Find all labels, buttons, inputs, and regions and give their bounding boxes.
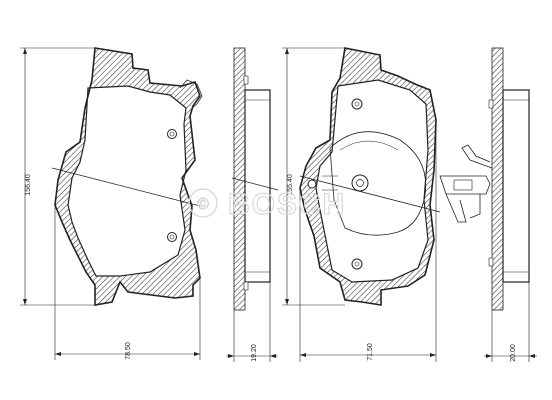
pad1-height-dimension: 156.40 [20, 47, 95, 306]
pad1-rivet-top [167, 129, 177, 139]
pad1-front-view [54, 47, 203, 306]
pad2-damper-arc [329, 131, 427, 236]
pad1-width-label: 78.50 [125, 342, 132, 360]
pad2-center-hole [351, 174, 369, 192]
pad1-side-friction [244, 89, 271, 283]
pad1-rivet-bottom [167, 232, 177, 242]
pad2-side-friction [502, 89, 530, 283]
pad2-thickness-dimension: 20.00 [484, 282, 537, 362]
pad1-width-dimension: 78.50 [54, 205, 201, 360]
pad2-height-label: 155.40 [287, 174, 294, 196]
section-line-pad1-side [231, 177, 279, 191]
pad2-side-backing [491, 47, 504, 311]
pad2-width-label: 71.50 [367, 343, 374, 361]
watermark: © BOSCH [188, 187, 346, 222]
pad2-rivet-top [351, 98, 363, 110]
pad2-outline [299, 47, 437, 306]
pad2-spring-clip [439, 144, 493, 223]
pad1-thickness-dimension: 19.20 [226, 282, 278, 362]
pad2-side-view [439, 47, 530, 311]
copyright-icon [188, 188, 218, 218]
watermark-symbol: © [197, 196, 209, 213]
pad2-front-view [299, 47, 437, 306]
pad2-height-dimension: 155.40 [282, 47, 345, 306]
section-line-pad2 [299, 175, 441, 213]
pad2-rivet-bottom [351, 258, 363, 270]
section-line-pad1 [51, 167, 201, 207]
pad1-height-label: 156.40 [25, 174, 32, 196]
pad1-sensor-clip [179, 79, 203, 109]
pad2-thickness-label: 20.00 [510, 344, 517, 362]
pad2-width-dimension: 71.50 [299, 120, 437, 362]
pad1-side-view [233, 47, 271, 311]
pad1-friction-material [67, 85, 187, 277]
pad1-outline [54, 47, 201, 306]
watermark-brand: BOSCH [228, 188, 346, 221]
pad1-thickness-label: 19.20 [251, 344, 258, 362]
